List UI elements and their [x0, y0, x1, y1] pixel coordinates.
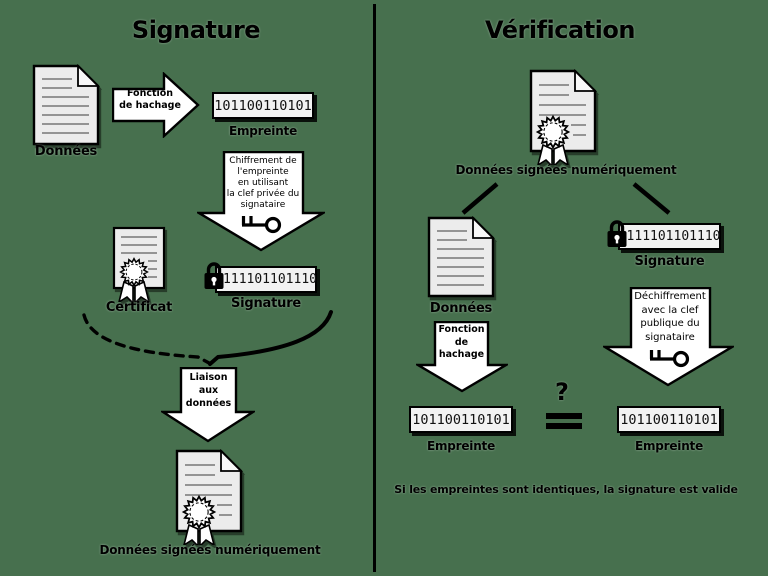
liaison-arrow: Liaison aux données: [158, 366, 258, 444]
encryption-line: en utilisant: [237, 178, 289, 188]
decryption-line: avec la clef: [641, 304, 699, 316]
conclusion-text: Si les empreintes sont identiques, la si…: [394, 483, 738, 496]
donnees-label: Données: [429, 301, 493, 316]
split-lines: [461, 182, 671, 215]
hash-value-box: 101100110101: [617, 406, 721, 433]
signature-label: Signature: [230, 296, 302, 311]
hash-function-arrow: Fonction de hachage: [413, 320, 511, 393]
verification-title: Vérification: [485, 16, 635, 44]
encryption-line: signataire: [240, 200, 286, 210]
key-icon: [240, 214, 282, 234]
encryption-line: l'empreinte: [237, 167, 289, 177]
key-icon: [648, 348, 690, 368]
hash-value-box: 101100110101: [409, 406, 513, 433]
signature-value-box: 111101101110: [215, 266, 317, 293]
signature-title: Signature: [131, 16, 261, 44]
hash-arrow-line: Fonction: [126, 88, 174, 99]
signature-label: Signature: [634, 254, 705, 269]
donnees-label: Données: [34, 144, 98, 159]
equals-icon: [546, 413, 582, 419]
empreinte-label: Empreinte: [228, 124, 298, 138]
encryption-line: la clef privée du: [226, 189, 300, 199]
equals-icon: [546, 423, 582, 429]
certificat-label: Certificat: [105, 300, 173, 315]
decryption-line: publique du: [640, 318, 700, 329]
question-mark: ?: [555, 378, 569, 406]
document-icon: [32, 64, 100, 146]
decryption-line: signataire: [645, 331, 695, 343]
encryption-line: Chiffrement de: [229, 156, 297, 166]
lock-icon: [203, 262, 225, 290]
decryption-arrow: Déchiffrement avec la clef publique du s…: [600, 286, 737, 387]
signature-value: 111101101110: [223, 272, 317, 287]
hash-value-box: 101100110101: [212, 92, 314, 119]
signed-document-icon: [175, 449, 244, 545]
signature-value: 111101101110: [626, 229, 721, 244]
hash-arrow-line: de hachage: [119, 99, 181, 111]
lock-icon: [606, 220, 628, 248]
hash-value: 101100110101: [214, 97, 312, 114]
decryption-line: Déchiffrement: [634, 291, 706, 302]
hash-arrow-line: Fonction: [438, 324, 485, 335]
certificate-icon: [112, 226, 166, 302]
hash-function-arrow: Fonction de hachage: [111, 71, 200, 139]
hash-arrow-line: de: [454, 336, 469, 348]
encryption-arrow: Chiffrement de l'empreinte en utilisant …: [194, 150, 328, 252]
signature-value-box: 111101101110: [618, 223, 721, 250]
empreinte-label: Empreinte: [426, 439, 496, 453]
hash-value: 101100110101: [412, 411, 510, 428]
liaison-line: données: [185, 398, 232, 409]
signed-data-label: Données signées numériquement: [455, 163, 677, 177]
liaison-line: Liaison: [189, 372, 228, 383]
center-divider: [373, 4, 376, 572]
signed-document-icon: [529, 69, 598, 165]
signed-data-label: Données signées numériquement: [99, 543, 321, 557]
hash-value: 101100110101: [620, 411, 718, 428]
empreinte-label: Empreinte: [634, 439, 704, 453]
hash-arrow-line: hachage: [438, 349, 485, 360]
liaison-line: aux: [198, 385, 219, 396]
converging-curves: [82, 310, 333, 366]
document-icon: [427, 216, 495, 298]
